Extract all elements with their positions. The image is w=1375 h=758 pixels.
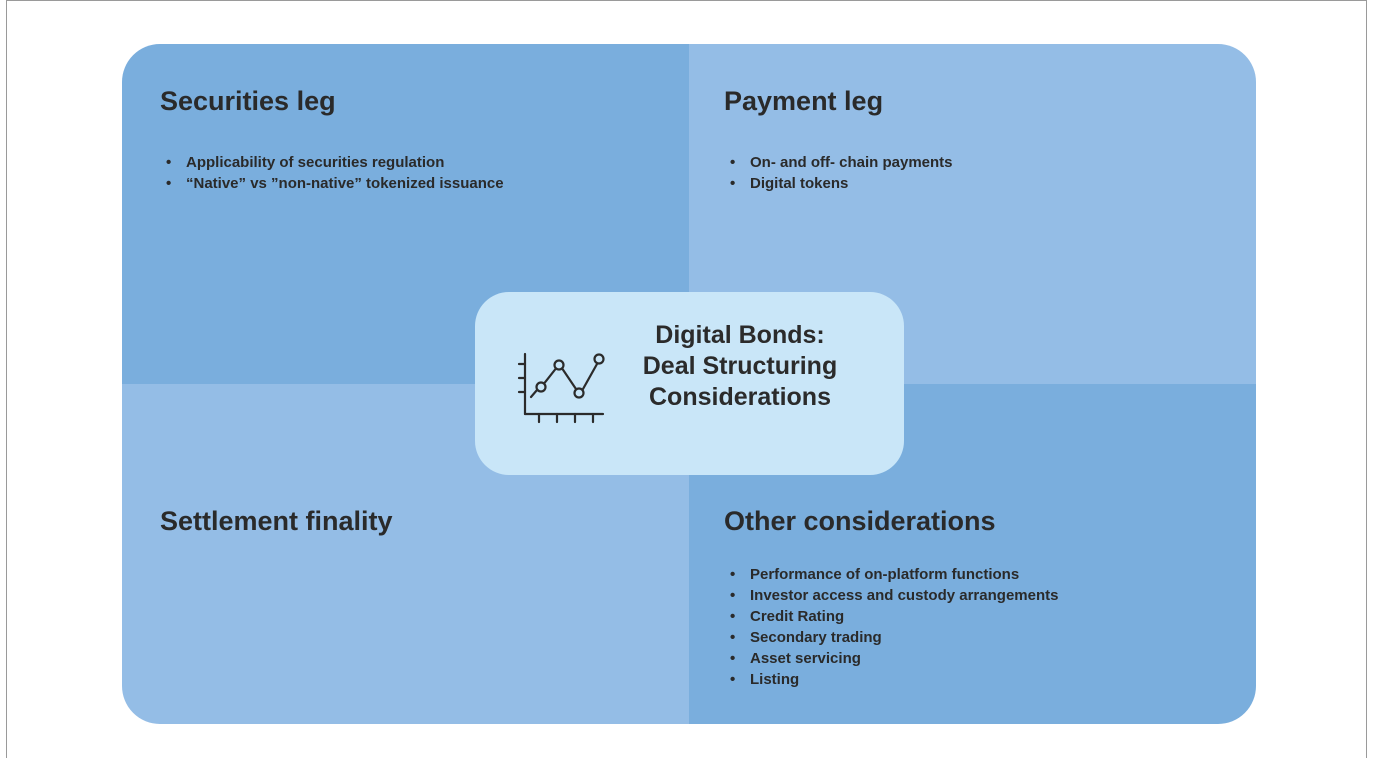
center-title-line: Deal Structuring [642, 352, 838, 380]
other-considerations-title: Other considerations [724, 506, 996, 536]
list-item: Secondary trading [727, 627, 1058, 648]
list-item: Asset servicing [727, 648, 1058, 669]
other-considerations-list: Performance of on-platform functions Inv… [727, 564, 1058, 690]
securities-leg-title: Securities leg [160, 86, 336, 116]
center-topic-box: Digital Bonds: Deal Structuring Consider… [475, 292, 904, 475]
list-item: On- and off- chain payments [727, 152, 953, 173]
list-item: “Native” vs ”non-native” tokenized issua… [163, 173, 504, 194]
securities-leg-list: Applicability of securities regulation “… [163, 152, 504, 194]
payment-leg-list: On- and off- chain payments Digital toke… [727, 152, 953, 194]
line-chart-icon [517, 352, 609, 426]
list-item: Credit Rating [727, 606, 1058, 627]
list-item: Performance of on-platform functions [727, 564, 1058, 585]
page-frame [6, 0, 1367, 758]
list-item: Digital tokens [727, 173, 953, 194]
settlement-finality-title: Settlement finality [160, 506, 393, 536]
list-item: Listing [727, 669, 1058, 690]
list-item: Applicability of securities regulation [163, 152, 504, 173]
center-title-line: Digital Bonds: [655, 321, 825, 349]
payment-leg-title: Payment leg [724, 86, 884, 116]
list-item: Investor access and custody arrangements [727, 585, 1058, 606]
center-title-line: Considerations [649, 383, 831, 411]
center-title: Digital Bonds: Deal Structuring Consider… [625, 320, 855, 413]
